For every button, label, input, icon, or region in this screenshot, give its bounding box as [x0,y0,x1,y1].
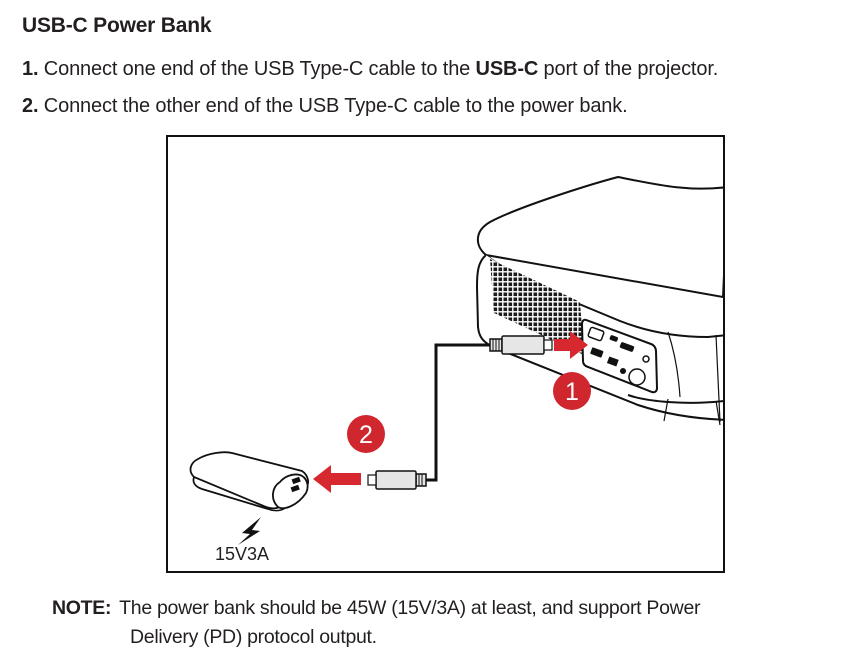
callout-badge-1: 1 [553,372,591,410]
step-text: Connect one end of the USB Type-C cable … [38,58,476,80]
note-text-line2: Delivery (PD) protocol output. [130,626,377,648]
vent-grille [490,259,584,355]
step-text: port of the projector. [538,58,719,80]
step-number: 1. [22,58,39,80]
usb-c-plug-projector-end [489,335,553,355]
usb-c-cable [367,335,553,490]
step-number: 2. [22,95,39,117]
section-heading: USB-C Power Bank [22,14,212,37]
callout-number: 2 [359,421,373,449]
power-bank [189,451,309,512]
power-spec-label: 15V3A [215,544,270,564]
instruction-step-2: 2. Connect the other end of the USB Type… [22,95,628,118]
projector [475,175,723,426]
arrow-to-powerbank-icon [313,465,361,493]
usb-c-plug-powerbank-end [367,470,427,490]
illustration-canvas: 1 2 [189,175,723,545]
arrow-to-projector-icon [554,331,588,359]
step-text: Connect the other end of the USB Type-C … [38,95,628,117]
note-block: NOTE: The power bank should be 45W (15V/3… [52,594,842,652]
note-text-line1: The power bank should be 45W (15V/3A) at… [119,597,701,619]
step-bold-term: USB-C [475,58,539,80]
callout-number: 1 [565,378,579,406]
port-panel [580,318,659,394]
connection-illustration: 1 2 15V3A [166,135,725,573]
lightning-bolt-icon [238,517,261,545]
callout-badge-2: 2 [347,415,385,453]
instruction-step-1: 1. Connect one end of the USB Type-C cab… [22,58,718,81]
note-label: NOTE: [52,597,112,619]
